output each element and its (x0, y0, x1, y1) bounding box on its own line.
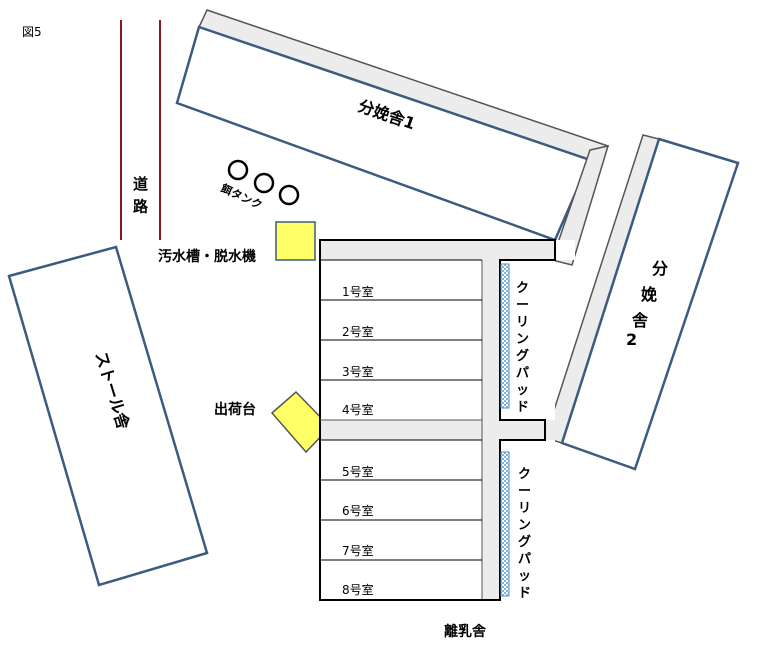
farrowing-building-2: 分 娩 舎 2 (544, 134, 740, 471)
room-label: 1号室 (342, 284, 374, 299)
room-label: 6号室 (342, 503, 374, 518)
figure-label: 図5 (22, 25, 42, 39)
wastewater-facility: 汚水槽・脱水機 (158, 221, 316, 265)
shipping-platform: 出荷台 (214, 390, 332, 454)
room-label: 8号室 (342, 582, 374, 597)
connector-corridor (551, 144, 610, 266)
room-label: 7号室 (342, 543, 374, 558)
room-label: 5号室 (342, 464, 374, 479)
road-label: 道 路 (131, 175, 149, 214)
room-label: 4号室 (342, 402, 374, 417)
cooling-pad-label-2: クーリングパッド (518, 467, 531, 601)
stall-building: ストール舎 (7, 245, 209, 587)
room-label: 3号室 (342, 364, 374, 379)
feed-tank-circle (253, 172, 275, 194)
farrowing-building-1: 分娩舎1 (175, 9, 610, 242)
feed-tanks: 餌タンク (218, 159, 300, 212)
farrowing2-label-3: 舎 (632, 311, 649, 330)
road: 道 路 (120, 20, 161, 240)
cooling-pad (500, 263, 510, 409)
cooling-pad (500, 451, 510, 597)
cooling-pad-label-1: クーリングパッド (516, 281, 529, 415)
wastewater-label: 汚水槽・脱水機 (158, 248, 256, 265)
feed-tank-circle (278, 184, 300, 206)
farrowing2-label-2: 娩 (640, 285, 657, 304)
weaning-building: 1号室 2号室 3号室 4号室 5号室 6号室 7号室 8号室 クーリングパッド… (319, 239, 575, 640)
shipping-label: 出荷台 (214, 401, 256, 418)
room-label: 2号室 (342, 324, 374, 339)
feed-tank-circle (227, 159, 249, 181)
farrowing2-label-4: 2 (626, 330, 637, 349)
farrowing2-label-1: 分 (652, 259, 668, 278)
weaning-label: 離乳舎 (444, 623, 487, 640)
